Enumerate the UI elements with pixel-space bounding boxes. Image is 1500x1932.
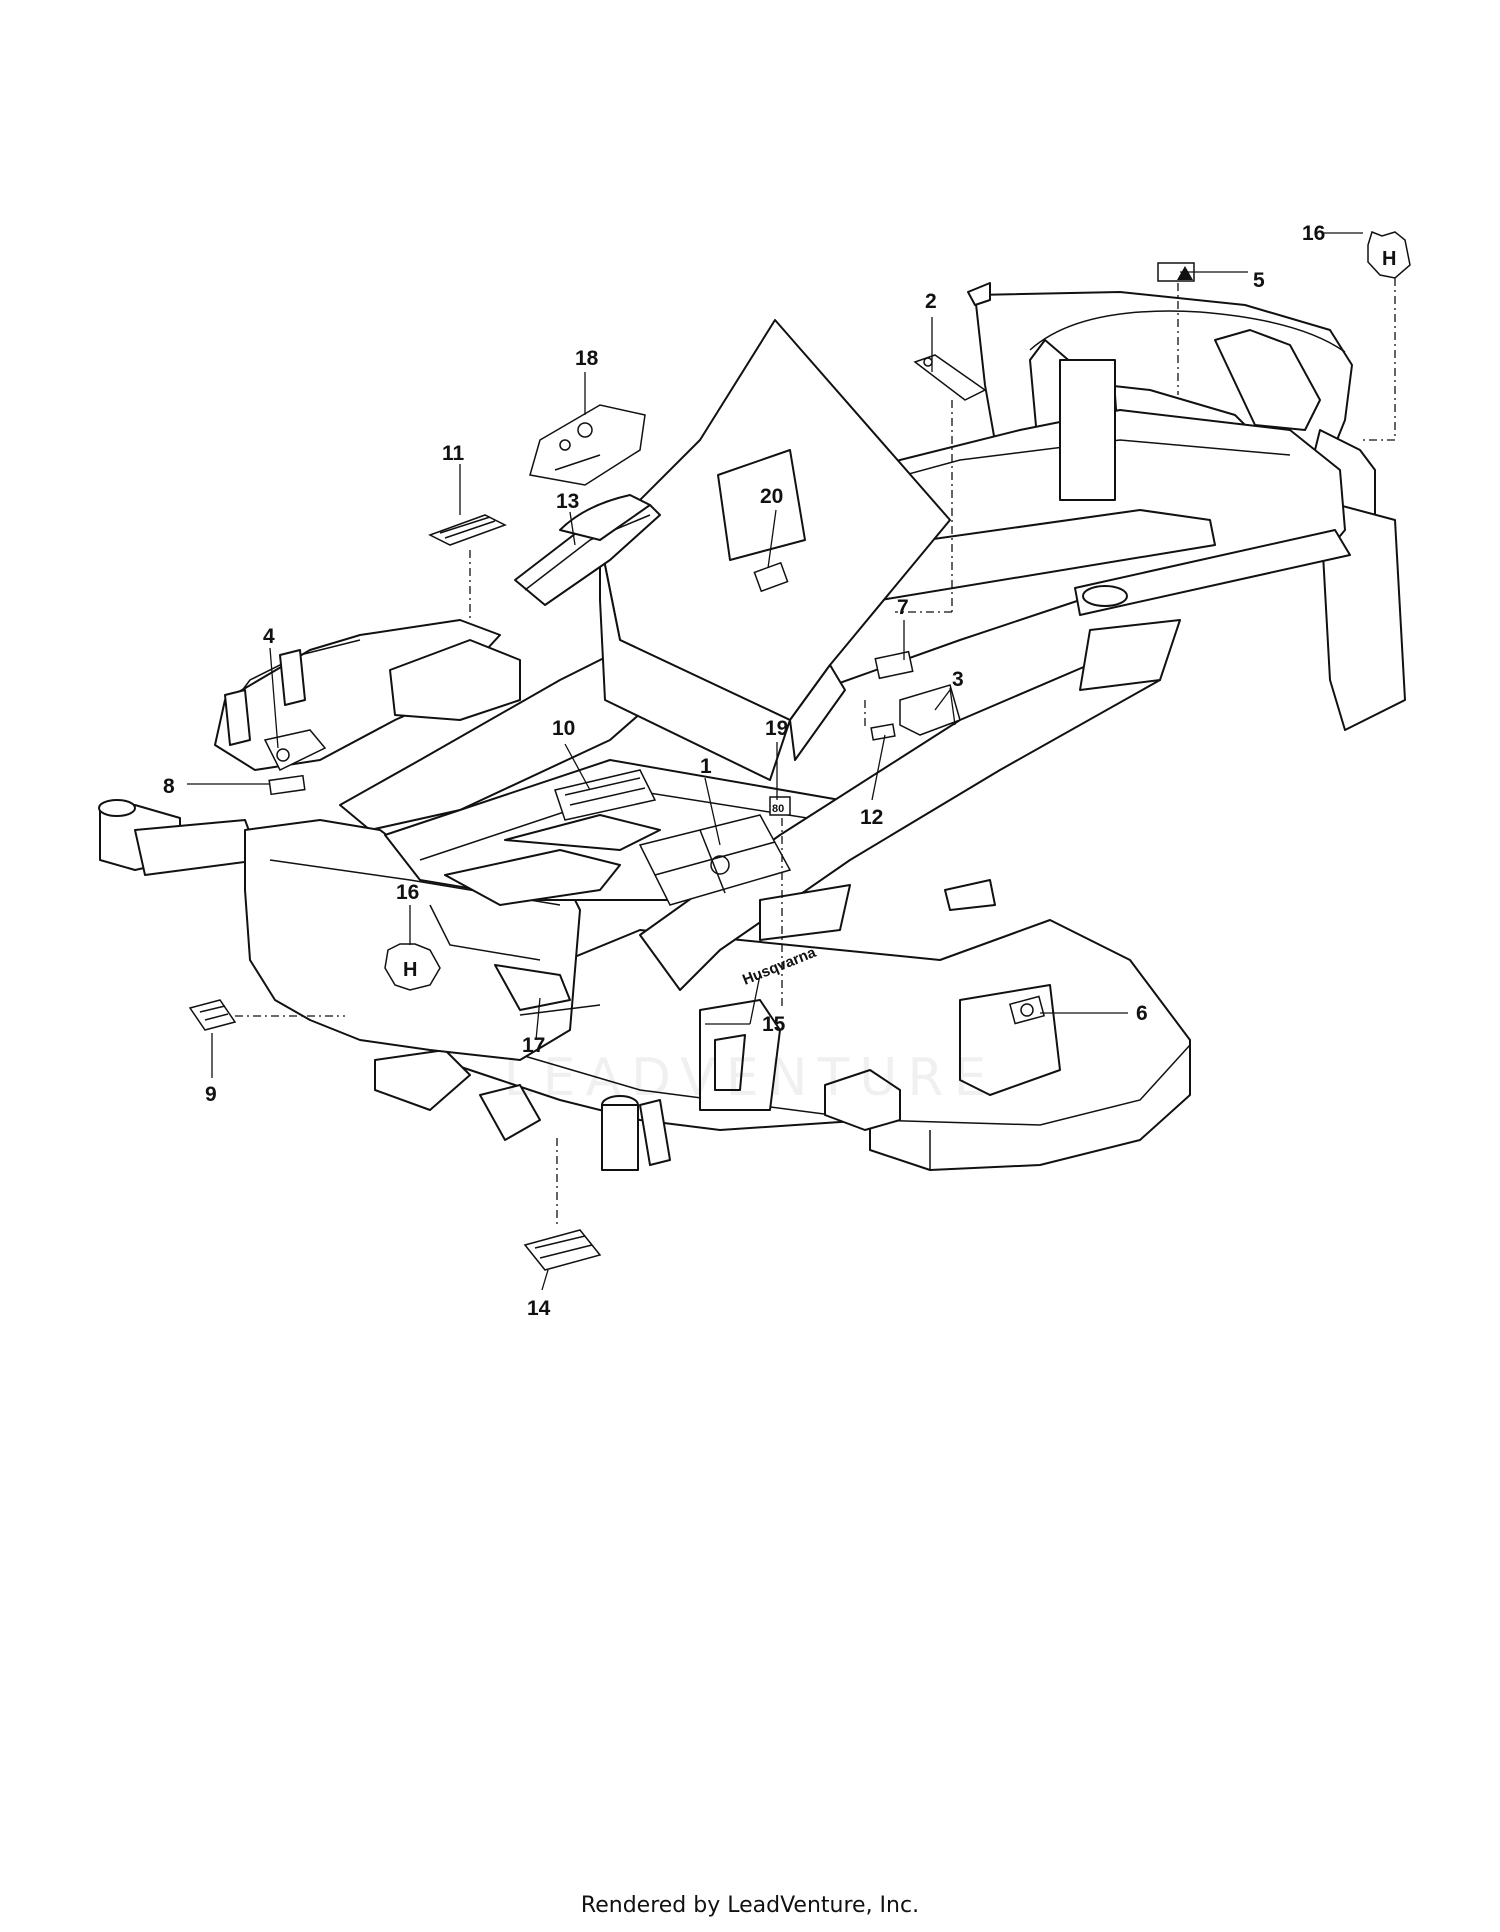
callout-5: 5 [1253, 269, 1265, 292]
decal-4 [263, 729, 327, 772]
callout-12: 12 [860, 806, 883, 829]
decal-17 [519, 1004, 601, 1016]
callout-18: 18 [575, 347, 599, 370]
callout-9: 9 [205, 1083, 217, 1106]
leader-lines [187, 232, 1363, 1291]
dashed-lines [235, 278, 1396, 1225]
decal-1 [638, 814, 792, 906]
callout-16-top: 16 [1302, 222, 1325, 245]
callout-labels: 1 2 3 4 5 6 7 8 9 10 11 12 13 14 15 16 1… [163, 222, 1325, 1320]
decal-2 [913, 354, 987, 401]
right-frame-rail [601, 619, 1181, 1171]
callout-16-front: 16 [396, 881, 419, 904]
callout-8: 8 [163, 775, 175, 798]
left-side-deck [98, 619, 521, 876]
callout-10: 10 [552, 717, 575, 740]
callout-3: 3 [952, 668, 964, 691]
decal-16-top-logo: H [1367, 231, 1411, 279]
control-strip [514, 494, 661, 606]
callout-14: 14 [527, 1297, 551, 1320]
decal-14 [523, 1229, 602, 1271]
callout-17: 17 [522, 1034, 545, 1057]
decal-9 [188, 999, 237, 1031]
decal-12 [870, 723, 896, 741]
footer-credit: Rendered by LeadVenture, Inc. [580, 1893, 920, 1918]
svg-text:H: H [1382, 248, 1396, 270]
decal-11 [428, 514, 507, 546]
callout-13: 13 [556, 490, 579, 513]
callout-15: 15 [762, 1013, 786, 1036]
svg-text:H: H [403, 959, 417, 981]
callout-1: 1 [700, 755, 712, 778]
decal-8 [268, 774, 306, 796]
decal-10 [554, 769, 657, 821]
decal-16-front-logo: H [384, 943, 441, 991]
decal-19: 80 [769, 796, 791, 816]
callout-19: 19 [765, 717, 788, 740]
decal-6 [1009, 995, 1045, 1025]
callout-11: 11 [442, 442, 465, 465]
callout-20: 20 [760, 485, 783, 508]
seat-hood [599, 319, 951, 781]
decal-18 [529, 404, 646, 486]
callout-4: 4 [263, 625, 275, 648]
watermark: LEADVENTURE [503, 1048, 997, 1108]
callout-6: 6 [1136, 1002, 1148, 1025]
callout-7: 7 [897, 596, 909, 619]
callout-2: 2 [925, 290, 937, 313]
decal-19-text: 80 [772, 803, 784, 815]
